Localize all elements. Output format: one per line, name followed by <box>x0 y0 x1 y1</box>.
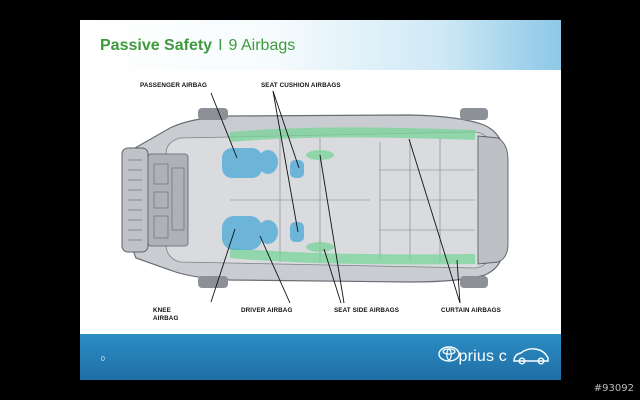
label-seat-side-airbags: SEAT SIDE AIRBAGS <box>334 307 400 314</box>
label-passenger-airbag: PASSENGER AIRBAG <box>140 82 208 89</box>
slide-title: Passive Safety I 9 Airbags <box>100 36 295 56</box>
prius-c-car-icon <box>513 348 549 365</box>
watermark-text: #93092 <box>593 383 634 394</box>
leader-lines <box>210 90 461 304</box>
label-curtain-airbags: CURTAIN AIRBAGS <box>441 307 501 314</box>
label-knee-line2: AIRBAG <box>153 315 179 322</box>
label-knee-airbag: KNEE AIRBAG <box>153 307 178 323</box>
title-separator: I <box>218 37 223 54</box>
slide-header: Passive Safety I 9 Airbags <box>80 20 561 70</box>
curtain-airbags <box>230 127 475 265</box>
label-driver-airbag: DRIVER AIRBAG <box>241 307 293 314</box>
toyota-logo-icon <box>438 346 460 362</box>
front-airbags <box>222 148 304 250</box>
page-number: 0 <box>101 356 105 363</box>
title-main: Passive Safety <box>100 37 213 54</box>
label-seat-cushion-airbags: SEAT CUSHION AIRBAGS <box>261 82 341 89</box>
slide-footer: 0 prius c <box>80 334 561 380</box>
car-airbag-diagram <box>121 90 509 304</box>
label-knee-line1: KNEE <box>153 307 171 314</box>
title-subtitle: 9 Airbags <box>228 37 296 54</box>
slide: Passive Safety I 9 Airbags <box>80 20 561 380</box>
brand-text: prius c <box>458 348 507 365</box>
